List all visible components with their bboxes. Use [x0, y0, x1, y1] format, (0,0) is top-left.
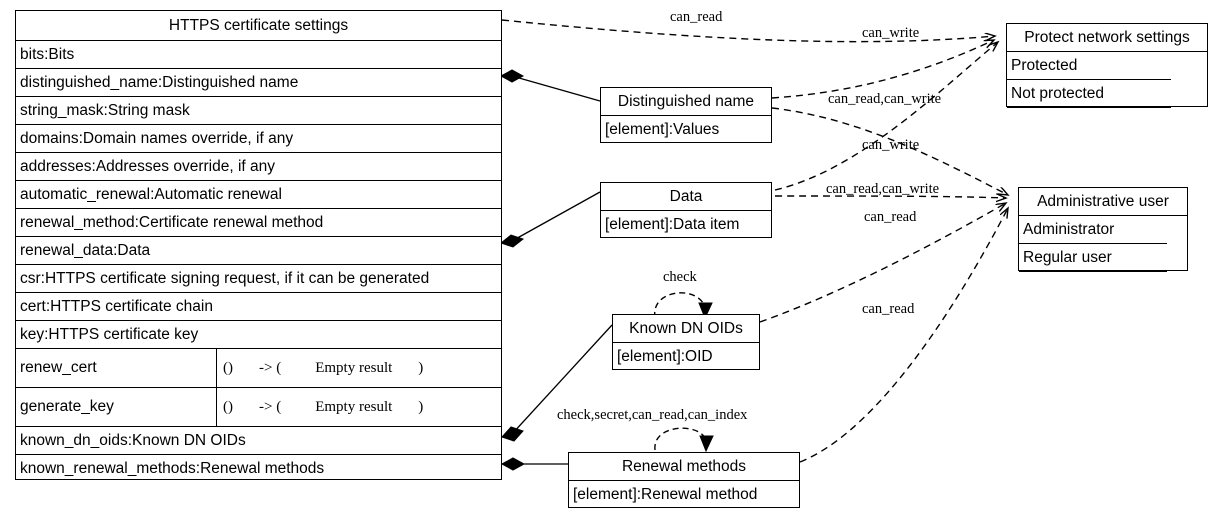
edge-label-dn-to-protect: can_read,can_write: [828, 91, 942, 107]
enum-value-row: Regular user: [1019, 244, 1167, 272]
class-title-known-dn-oids: Known DN OIDs: [613, 315, 759, 343]
edge-self-loop-renewal-methods: [654, 427, 714, 453]
class-title-data: Data: [601, 183, 771, 211]
edge-composition-data: [499, 191, 601, 248]
class-method-name: generate_key: [16, 388, 217, 426]
class-attribute-row: domains:Domain names override, if any: [16, 125, 501, 153]
class-attribute-row: distinguished_name:Distinguished name: [16, 69, 501, 97]
enum-value-row: Not protected: [1007, 80, 1171, 108]
class-attribute-row: automatic_renewal:Automatic renewal: [16, 181, 501, 209]
method-close-paren: ): [418, 359, 424, 376]
class-method-signature: () -> ( Empty result ): [217, 349, 423, 387]
class-attribute-row: [element]:Values: [605, 121, 720, 139]
edge-label-can-write-protect: can_write: [862, 25, 920, 41]
edge-label-check-self-oids: check: [663, 269, 697, 285]
class-box-known-dn-oids[interactable]: Known DN OIDs [element]:OID: [612, 314, 760, 370]
class-attribute-row: [element]:Data item: [605, 216, 740, 234]
edge-composition-distinguished-name: [499, 69, 601, 102]
edge-dashed-renewal-to-admin: [799, 208, 1008, 463]
method-result: Empty result: [315, 398, 393, 415]
class-attribute-row: cert:HTTPS certificate chain: [16, 293, 501, 321]
enum-value-row: Administrator: [1019, 216, 1167, 244]
class-method-row: renew_cert () -> ( Empty result ): [16, 349, 501, 388]
class-title-protect-network-settings: Protect network settings: [1007, 24, 1207, 52]
method-args: (): [223, 359, 233, 376]
edge-dashed-main-to-protect: [501, 19, 995, 43]
class-attribute-row: known_renewal_methods:Renewal methods: [20, 460, 325, 478]
edge-label-check-secret-can-read-can-index: check,secret,can_read,can_index: [557, 407, 748, 423]
edge-label-data-can-write: can_write: [862, 137, 920, 153]
method-args: (): [223, 398, 233, 415]
method-arrow: -> (: [259, 398, 282, 415]
class-box-https-certificate-settings[interactable]: HTTPS certificate settings bits:Bits dis…: [15, 10, 502, 480]
class-attribute-row: string_mask:String mask: [16, 97, 501, 125]
enum-value-row: Protected: [1007, 52, 1171, 80]
class-title-renewal-methods: Renewal methods: [569, 453, 799, 481]
class-box-data[interactable]: Data [element]:Data item: [600, 182, 772, 238]
class-attribute-row: [element]:Renewal method: [573, 486, 758, 504]
edge-composition-known-dn-oids: [501, 324, 613, 442]
edge-label-can-read-main-protect: can_read: [670, 9, 723, 25]
class-box-administrative-user[interactable]: Administrative user Administrator Regula…: [1018, 187, 1188, 272]
class-attribute-row: known_dn_oids:Known DN OIDs: [16, 427, 501, 455]
class-title-https-certificate-settings: HTTPS certificate settings: [16, 11, 501, 41]
edge-label-can-read-oids-admin: can_read: [862, 301, 915, 317]
class-attribute-row: renewal_method:Certificate renewal metho…: [16, 209, 501, 237]
edge-dashed-dn-to-protect-write: [771, 40, 994, 99]
class-attribute-row: csr:HTTPS certificate signing request, i…: [16, 265, 501, 293]
class-method-row: generate_key () -> ( Empty result ): [16, 388, 501, 427]
edge-label-data-to-admin: can_read,can_write: [826, 181, 940, 197]
class-attribute-row: bits:Bits: [16, 41, 501, 69]
class-method-signature: () -> ( Empty result ): [217, 388, 423, 426]
method-close-paren: ): [418, 398, 424, 415]
class-box-renewal-methods[interactable]: Renewal methods [element]:Renewal method: [568, 452, 800, 508]
class-title-administrative-user: Administrative user: [1019, 188, 1187, 216]
class-method-name: renew_cert: [16, 349, 217, 387]
class-attribute-row: key:HTTPS certificate key: [16, 321, 501, 349]
edge-composition-renewal-methods: [500, 457, 568, 471]
edge-label-can-read-upper: can_read: [864, 209, 917, 225]
method-arrow: -> (: [259, 359, 282, 376]
class-box-distinguished-name[interactable]: Distinguished name [element]:Values: [600, 87, 772, 143]
class-attribute-row: addresses:Addresses override, if any: [16, 153, 501, 181]
class-title-distinguished-name: Distinguished name: [601, 88, 771, 116]
method-result: Empty result: [315, 359, 393, 376]
class-box-protect-network-settings[interactable]: Protect network settings Protected Not p…: [1006, 23, 1208, 108]
class-attribute-row: renewal_data:Data: [16, 237, 501, 265]
edge-dashed-data-to-protect-write: [774, 42, 998, 191]
class-attribute-row: [element]:OID: [617, 348, 713, 366]
